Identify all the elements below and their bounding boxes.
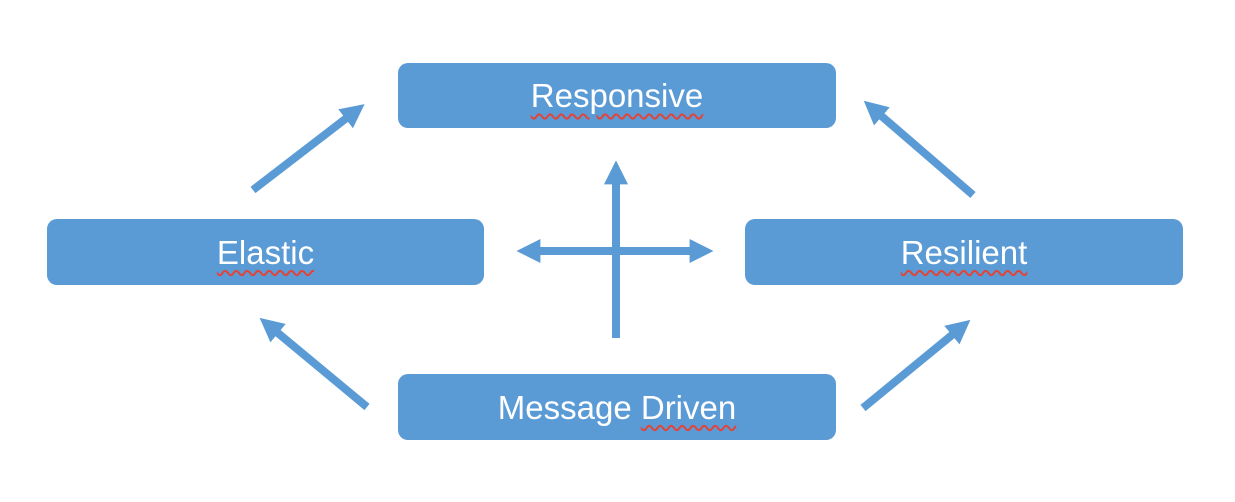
arrow-message-driven-to-resilient	[860, 319, 971, 412]
arrow-resilient-to-responsive	[863, 100, 976, 199]
node-elastic-label: Elastic	[217, 236, 314, 269]
node-resilient-label: Resilient	[901, 236, 1028, 269]
spellcheck-flagged-word: Resilient	[900, 233, 1028, 271]
spellcheck-flagged-word: Responsive	[530, 77, 704, 114]
node-message-driven: Message Driven	[398, 374, 836, 440]
arrow-message-driven-to-elastic	[259, 317, 370, 411]
spellcheck-flagged-word: Elastic	[216, 233, 315, 271]
node-resilient: Resilient	[745, 219, 1183, 285]
spellcheck-flagged-word: Driven	[640, 388, 737, 426]
node-responsive: Responsive	[398, 63, 836, 128]
node-message-driven-label: Message Driven	[497, 388, 737, 426]
node-responsive-label: Responsive	[531, 79, 703, 112]
node-elastic: Elastic	[47, 219, 484, 285]
arrow-elastic-to-responsive	[250, 104, 365, 194]
